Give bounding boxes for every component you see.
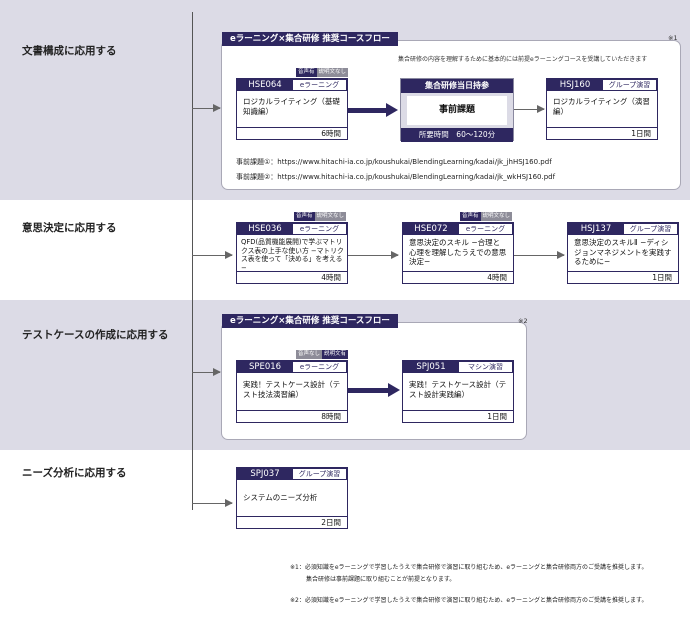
course-card-hsj160[interactable]: HSJ160 グループ演習 ロジカルライティング（演習編） 1日間: [546, 78, 658, 140]
course-type: eラーニング: [293, 362, 346, 372]
course-type: eラーニング: [293, 224, 346, 234]
course-code: HSJ137: [580, 224, 612, 234]
course-duration: 8時間: [237, 410, 347, 422]
trunk-line: [192, 12, 193, 510]
course-code: HSE072: [414, 224, 448, 234]
tag-audio: 音声なし: [296, 350, 323, 359]
course-name: ロジカルライティング（基礎知識編）: [243, 97, 340, 116]
tag-text: 説明文なし: [480, 212, 513, 221]
tags-hse064: 音声有 説明文なし: [296, 68, 349, 77]
course-type: eラーニング: [459, 224, 512, 234]
course-name: 意思決定のスキル −合理と心理を理解したうえでの意思決定−: [409, 238, 507, 266]
course-card-hsj137[interactable]: HSJ137 グループ演習 意思決定のスキルⅡ −ディシジョンマネジメントを実践す…: [567, 222, 679, 284]
course-card-hse064[interactable]: HSE064 eラーニング ロジカルライティング（基礎知識編） 6時間: [236, 78, 348, 140]
course-code: SPJ037: [250, 469, 280, 479]
branch-arrow-testcase: [192, 368, 221, 376]
section-label-document: 文書構成に応用する: [22, 45, 117, 57]
course-duration: 2日間: [237, 516, 347, 528]
course-name: 実践！テストケース設計（テスト設計実践編）: [409, 380, 507, 399]
course-card-hse072[interactable]: HSE072 eラーニング 意思決定のスキル −合理と心理を理解したうえでの意思決…: [402, 222, 514, 284]
footnote-1: ※1：必須知識をeラーニングで学習したうえで集合研修で演習に取り組むため、eラー…: [290, 564, 648, 571]
course-duration: 1日間: [547, 127, 657, 139]
pre-assignment-title: 事前課題: [407, 96, 507, 125]
tag-audio: 音声有: [294, 212, 315, 221]
course-type: グループ演習: [293, 469, 346, 479]
course-name: 実践！テストケース設計（テスト技法演習編）: [243, 380, 341, 399]
footnote-1-continued: 集合研修は事前課題に取り組むことが前提となります。: [306, 576, 456, 583]
course-code: HSE036: [248, 224, 282, 234]
flow1-thick-arrow: [348, 103, 398, 117]
tag-text: 説明文なし: [314, 212, 347, 221]
course-card-spj051[interactable]: SPJ051 マシン演習 実践！テストケース設計（テスト設計実践編） 1日間: [402, 360, 514, 423]
section-label-decision: 意思決定に応用する: [22, 222, 117, 234]
branch-arrow-document: [192, 104, 221, 112]
course-duration: 4時間: [403, 271, 513, 283]
row2-arrow-1: [348, 251, 399, 259]
section-label-testcase: テストケースの作成に応用する: [22, 329, 169, 341]
course-type: マシン演習: [459, 362, 512, 372]
course-type: グループ演習: [624, 224, 677, 234]
course-card-spe016[interactable]: SPE016 eラーニング 実践！テストケース設計（テスト技法演習編） 8時間: [236, 360, 348, 423]
branch-arrow-needs: [192, 499, 233, 507]
tag-text: 説明文なし: [316, 68, 349, 77]
course-card-spj037[interactable]: SPJ037 グループ演習 システムのニーズ分析 2日間: [236, 467, 348, 529]
pre-assignment-link-1[interactable]: 事前課題①：https://www.hitachi-ia.co.jp/koush…: [236, 158, 552, 166]
pre-assignment-box[interactable]: 集合研修当日持参 事前課題 所要時間 60〜120分: [400, 78, 514, 142]
flow-title-1: eラーニング×集合研修 推奨コースフロー: [222, 32, 398, 46]
course-code: SPJ051: [416, 362, 446, 372]
pre-assignment-link-2[interactable]: 事前課題②：https://www.hitachi-ia.co.jp/koush…: [236, 173, 556, 181]
flow1-note: 集合研修の内容を理解するために基本的には前提eラーニングコースを受講していただき…: [398, 56, 648, 63]
course-type: eラーニング: [293, 80, 346, 90]
course-name: ロジカルライティング（演習編）: [553, 97, 650, 116]
note-mark-1: ※1: [668, 34, 678, 42]
course-name: システムのニーズ分析: [243, 493, 318, 502]
pre-assignment-time: 所要時間 60〜120分: [401, 128, 513, 142]
tag-audio: 音声有: [460, 212, 481, 221]
flow2-thick-arrow: [348, 383, 400, 397]
course-card-hse036[interactable]: HSE036 eラーニング QFD(品質機能展開)で学ぶマトリクス表の上手な使い方…: [236, 222, 348, 284]
section-label-needs: ニーズ分析に応用する: [22, 467, 127, 479]
course-duration: 1日間: [568, 271, 678, 283]
tag-audio: 音声有: [296, 68, 317, 77]
course-code: SPE016: [248, 362, 282, 372]
note-mark-2: ※2: [518, 317, 528, 325]
course-name: 意思決定のスキルⅡ −ディシジョンマネジメントを実践するために−: [574, 238, 672, 266]
tags-hse036: 音声有 説明文なし: [294, 212, 347, 221]
row2-arrow-2: [514, 251, 565, 259]
tags-hse072: 音声有 説明文なし: [460, 212, 513, 221]
course-duration: 4時間: [237, 271, 347, 283]
flow-title-2: eラーニング×集合研修 推奨コースフロー: [222, 314, 398, 328]
footnote-2: ※2：必須知識をeラーニングで学習したうえで集合研修で演習に取り組むため、eラー…: [290, 597, 648, 604]
tags-spe016: 音声なし 説明文有: [296, 350, 349, 359]
branch-arrow-decision: [192, 251, 233, 259]
course-duration: 6時間: [237, 127, 347, 139]
course-code: HSJ160: [559, 80, 591, 90]
course-type: グループ演習: [603, 80, 656, 90]
flow1-arrow-2: [514, 105, 545, 113]
course-name: QFD(品質機能展開)で学ぶマトリクス表の上手な使い方 −マトリクス表を使って「…: [241, 238, 344, 272]
course-code: HSE064: [248, 80, 282, 90]
tag-text: 説明文有: [322, 350, 349, 359]
course-duration: 1日間: [403, 410, 513, 422]
pre-assignment-header: 集合研修当日持参: [401, 79, 513, 93]
